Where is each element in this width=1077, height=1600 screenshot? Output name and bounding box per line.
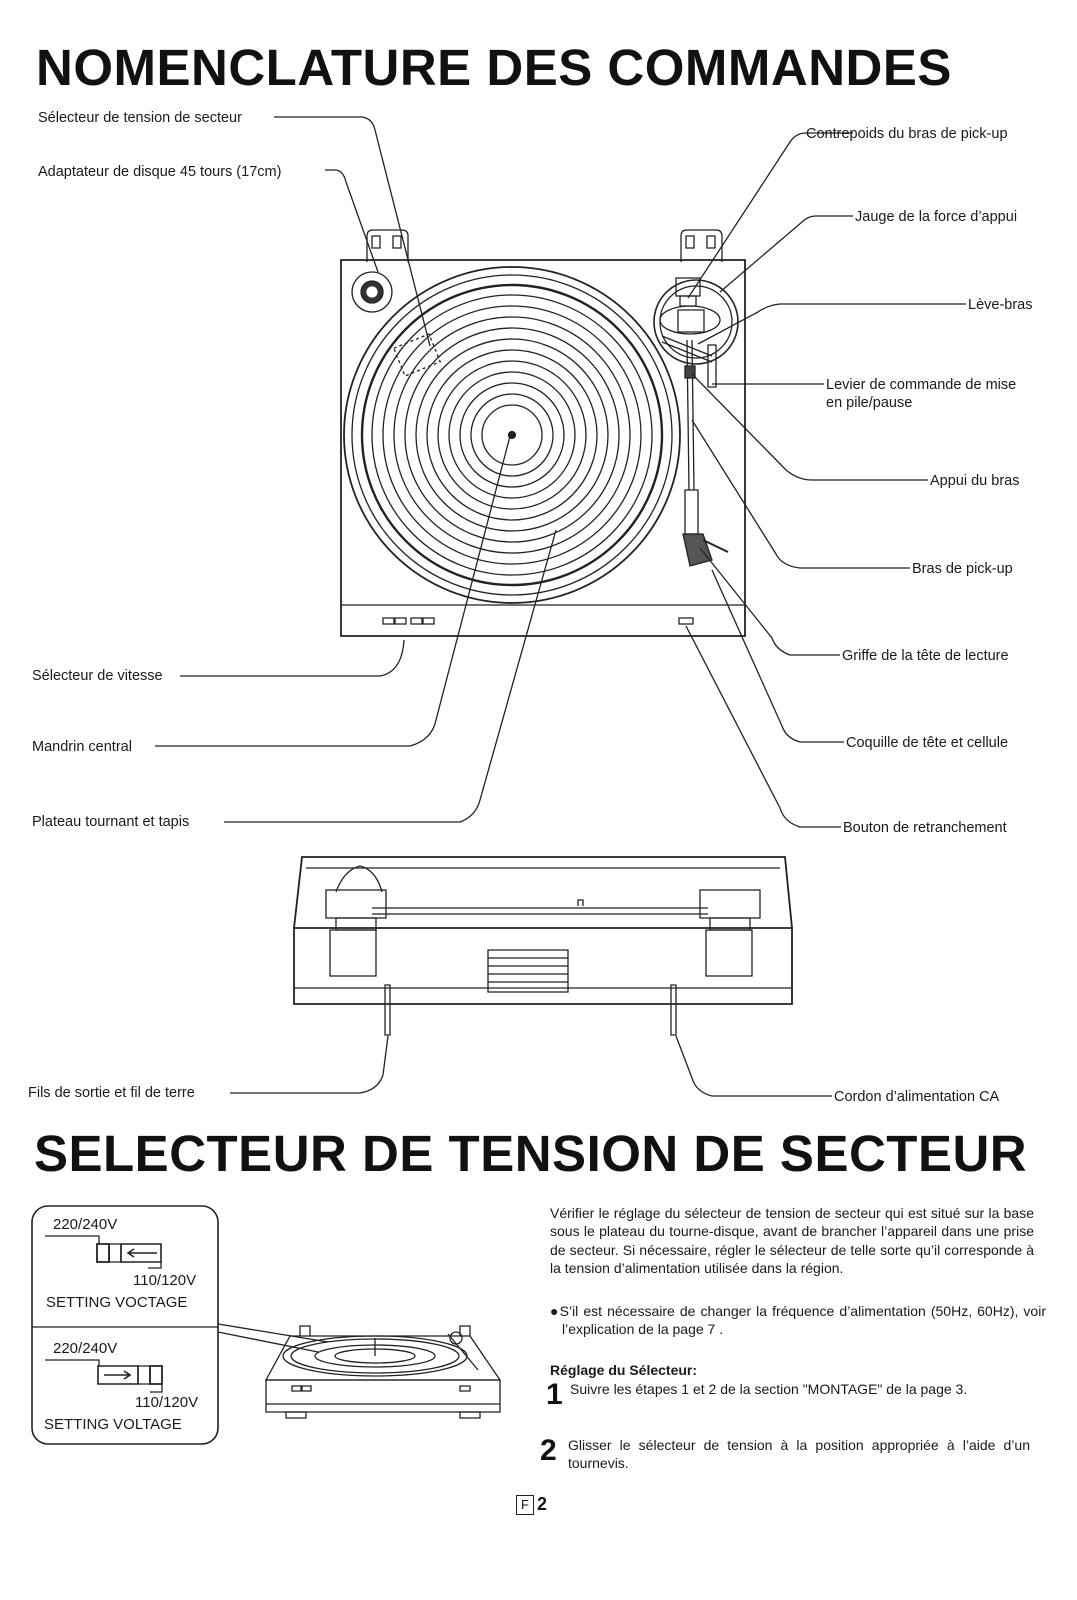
label-adaptateur-45: Adaptateur de disque 45 tours (17cm): [38, 164, 282, 180]
voltage-top-caption: SETTING VOCTAGE: [46, 1294, 188, 1311]
turntable-perspective: [266, 1326, 500, 1418]
step-1-number: 1: [546, 1378, 563, 1411]
step-2-text: Glisser le sélecteur de tension à la pos…: [568, 1437, 1030, 1472]
label-levier-line1: Levier de commande de mise: [826, 377, 1017, 393]
reglage-title: Réglage du Sélecteur:: [550, 1362, 698, 1378]
turntable-top-view: [341, 230, 745, 636]
page-letter-box: F: [516, 1495, 534, 1515]
label-fils-sortie: Fils de sortie et fil de terre: [28, 1085, 195, 1101]
label-appui-bras: Appui du bras: [930, 473, 1020, 489]
label-contrepoids: Contrepoids du bras de pick-up: [806, 126, 1008, 142]
label-griffe: Griffe de la tête de lecture: [842, 648, 1009, 664]
label-bras-pickup: Bras de pick-up: [912, 561, 1013, 577]
turntable-rear-view: [294, 857, 792, 1035]
label-selecteur-tension: Sélecteur de tension de secteur: [38, 110, 242, 126]
voltage-bottom-220: 220/240V: [53, 1340, 118, 1357]
label-leve-bras: Lève-bras: [968, 297, 1033, 313]
label-jauge: Jauge de la force d’appui: [855, 209, 1018, 225]
voltage-bottom-110: 110/120V: [135, 1394, 199, 1411]
label-cordon-alimentation: Cordon d’alimentation CA: [834, 1089, 1000, 1105]
voltage-top-110: 110/120V: [133, 1272, 197, 1289]
voltage-selector-panel: [32, 1206, 328, 1444]
label-coquille: Coquille de tête et cellule: [846, 735, 1009, 751]
step-1-text: Suivre les étapes 1 et 2 de la section "…: [570, 1381, 968, 1397]
step-2-number: 2: [540, 1434, 557, 1467]
voltage-bottom-caption: SETTING VOLTAGE: [44, 1416, 182, 1433]
title-nomenclature: NOMENCLATURE DES COMMANDES: [36, 39, 952, 96]
intro-paragraph: Vérifier le réglage du sélecteur de tens…: [550, 1205, 1034, 1277]
label-bouton-retranchement: Bouton de retranchement: [843, 820, 1007, 836]
leader-lines-left: [155, 117, 556, 1093]
title-selecteur-tension: SELECTEUR DE TENSION DE SECTEUR: [34, 1125, 1028, 1182]
page-number-value: 2: [537, 1494, 548, 1514]
label-plateau: Plateau tournant et tapis: [32, 814, 190, 830]
label-mandrin-central: Mandrin central: [32, 739, 132, 755]
voltage-top-220: 220/240V: [53, 1216, 118, 1233]
label-levier-line2: en pile/pause: [826, 395, 913, 411]
leader-lines-right: [676, 133, 966, 1096]
frequency-note: ●S’il est nécessaire de changer la fréqu…: [550, 1303, 1046, 1338]
label-selecteur-vitesse: Sélecteur de vitesse: [32, 668, 163, 684]
